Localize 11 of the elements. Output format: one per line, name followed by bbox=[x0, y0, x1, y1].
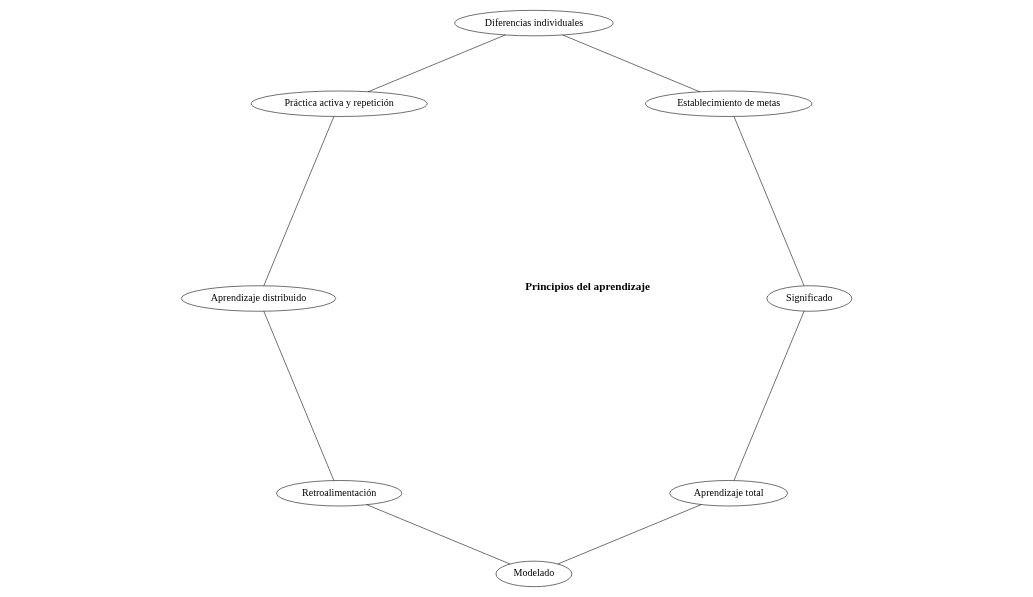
node-ellipse: Retroalimentación bbox=[276, 480, 403, 507]
node-ellipse: Práctica activa y repetición bbox=[250, 90, 428, 117]
node-ellipse: Diferencias individuales bbox=[454, 10, 614, 37]
node-ellipse: Modelado bbox=[495, 560, 573, 587]
label: Principios del aprendizaje bbox=[525, 279, 650, 292]
node-ellipse: Aprendizaje total bbox=[669, 480, 788, 507]
connector bbox=[366, 504, 511, 565]
node-ellipse: Significado bbox=[766, 285, 853, 312]
node-ellipse: Establecimiento de metas bbox=[645, 90, 813, 117]
node-ellipse: Aprendizaje distribuido bbox=[181, 285, 336, 312]
connector bbox=[557, 504, 702, 565]
